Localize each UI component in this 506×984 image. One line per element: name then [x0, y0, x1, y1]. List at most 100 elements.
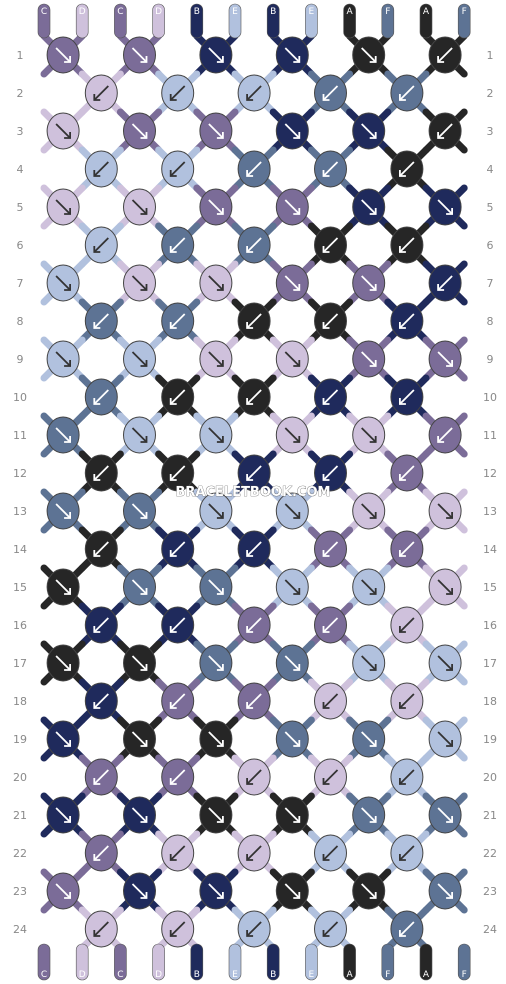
string-tail-top: [190, 3, 204, 39]
knot-arrow-head: [446, 816, 454, 823]
knot-arrow-head: [246, 854, 254, 861]
knot-arrow-head: [322, 398, 330, 405]
row-number-right: 6: [487, 239, 494, 252]
knot-arrow: [93, 161, 109, 177]
row-number-right: 7: [487, 277, 494, 290]
knot-arrow: [170, 845, 186, 861]
knot-arrow-head: [322, 702, 330, 709]
row-number-right: 15: [483, 581, 497, 594]
row-number-left: 24: [13, 923, 27, 936]
knot-arrow-head: [169, 246, 177, 253]
knot-arrow-head: [93, 702, 101, 709]
knot-arrow: [399, 769, 415, 785]
knot-arrow: [131, 199, 148, 215]
knot-arrow: [322, 921, 339, 937]
knot-arrow: [399, 313, 415, 329]
string-letter-bottom: C: [117, 970, 123, 980]
knot-arrow: [361, 579, 377, 595]
knot-arrow: [246, 845, 262, 861]
string-letter-top: D: [79, 7, 86, 17]
row-number-left: 11: [13, 429, 27, 442]
knot-arrow-head: [446, 588, 454, 595]
knot-arrow: [170, 313, 186, 329]
knot-arrow-head: [398, 474, 406, 481]
knot-arrow: [437, 351, 453, 367]
knot-arrow-head: [293, 816, 301, 823]
knot-arrow-head: [398, 170, 406, 177]
knot-arrow-head: [216, 436, 224, 443]
row-number-right: 22: [483, 847, 497, 860]
knot-arrow-head: [93, 930, 101, 937]
string-tail-top: [457, 3, 471, 39]
knot-arrow: [284, 427, 300, 443]
row-number-left: 6: [17, 239, 24, 252]
knot-arrow-head: [216, 208, 224, 215]
knot-arrow: [93, 389, 109, 405]
knot-arrow-head: [64, 588, 71, 595]
row-number-left: 2: [17, 87, 24, 100]
knot-arrow: [93, 313, 109, 329]
knot-arrow-head: [398, 702, 406, 709]
knot-arrow: [208, 427, 224, 443]
knot-arrow: [399, 541, 415, 557]
knot-arrow: [399, 237, 415, 253]
knot-arrow-head: [322, 854, 330, 861]
knot-arrow: [361, 275, 377, 291]
knot-arrow: [437, 655, 453, 671]
string-tail-bottom: [114, 943, 127, 981]
knot-arrow: [55, 123, 71, 139]
knot-arrow-head: [293, 208, 301, 215]
knot-arrow: [208, 275, 224, 291]
knot-arrow-head: [293, 360, 301, 367]
knot-arrow-head: [369, 588, 377, 595]
knot-arrow-head: [398, 398, 406, 405]
knot-arrow: [170, 161, 186, 177]
string-tail-top: [114, 3, 127, 39]
knot-arrow-head: [246, 778, 254, 785]
knot-arrow-head: [140, 588, 148, 595]
knot-arrow: [437, 199, 453, 215]
string-tail-top: [37, 3, 51, 39]
row-number-right: 19: [483, 733, 497, 746]
row-number-right: 17: [483, 657, 497, 670]
row-number-right: 11: [483, 429, 497, 442]
knot-arrow-head: [369, 360, 377, 367]
knot-arrow-head: [446, 208, 454, 215]
knot-arrow: [246, 237, 262, 253]
knot-arrow-head: [322, 930, 330, 937]
knot-arrow: [437, 275, 453, 291]
knot-arrow-head: [169, 474, 177, 481]
knot-arrow: [55, 351, 71, 367]
string-tail-top: [75, 3, 89, 39]
row-number-right: 9: [487, 353, 494, 366]
knot-arrow: [55, 47, 71, 63]
knot-arrow-head: [369, 892, 377, 899]
knot-arrow: [55, 883, 71, 899]
knot-arrow: [170, 85, 186, 101]
string-letter-top: E: [232, 7, 238, 17]
string-letter-top: F: [385, 7, 390, 17]
knot-arrow: [55, 199, 71, 215]
row-number-left: 18: [13, 695, 27, 708]
knot-arrow: [284, 199, 300, 215]
row-number-left: 19: [13, 733, 27, 746]
string-tail-bottom: [305, 943, 318, 981]
string-tail-top: [305, 3, 318, 39]
knot-arrow-head: [369, 512, 377, 519]
knot-arrow-head: [64, 132, 71, 139]
knot-arrow: [322, 845, 339, 861]
knot-arrow: [284, 503, 300, 519]
knot-arrow-head: [169, 94, 177, 101]
knot-arrow-head: [293, 588, 301, 595]
knot-arrow: [361, 655, 377, 671]
knot-arrow-head: [169, 702, 177, 709]
knot-arrow-head: [93, 94, 101, 101]
knot-arrow-head: [216, 360, 224, 367]
knot-arrow: [284, 807, 300, 823]
knot-arrow-head: [64, 740, 71, 747]
row-number-right: 24: [483, 923, 497, 936]
knot-arrow-head: [398, 322, 406, 329]
knot-arrow-head: [169, 626, 177, 633]
row-number-left: 17: [13, 657, 27, 670]
